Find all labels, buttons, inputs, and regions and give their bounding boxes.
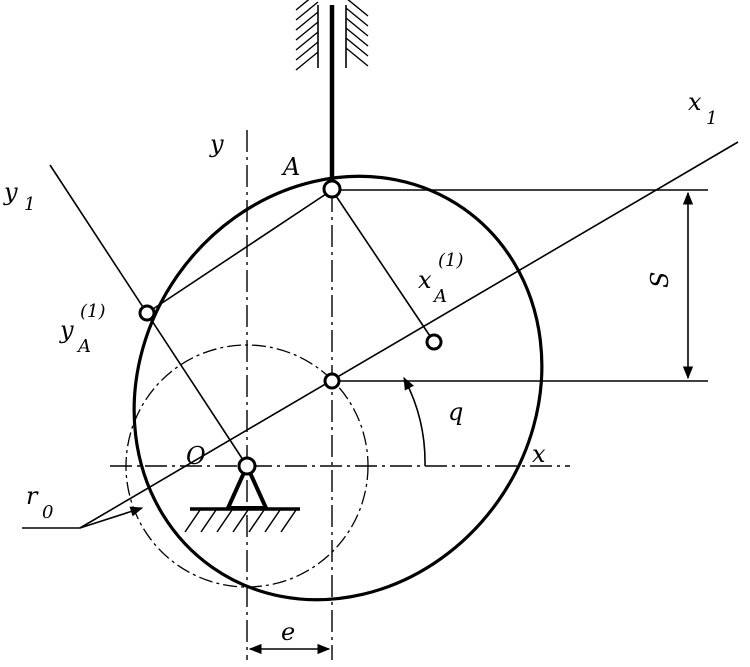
label-y: y bbox=[209, 130, 224, 158]
r0-leader bbox=[22, 506, 144, 529]
label-xa: x bbox=[418, 266, 432, 294]
cam-profile bbox=[132, 174, 544, 602]
label-ya-sub: A bbox=[76, 336, 91, 357]
pin-point-xa bbox=[425, 333, 443, 351]
label-y1: y bbox=[3, 178, 18, 206]
label-x: x bbox=[532, 440, 546, 468]
label-q: q bbox=[448, 398, 463, 426]
follower-guide bbox=[295, 0, 369, 71]
label-o: O bbox=[186, 442, 206, 470]
label-r0: r bbox=[26, 482, 39, 510]
pin-origin-o bbox=[237, 456, 257, 476]
label-ya-sup: (1) bbox=[80, 301, 106, 322]
label-ya: y bbox=[59, 316, 74, 344]
label-s: S bbox=[646, 272, 674, 288]
label-r0-sub: 0 bbox=[42, 502, 53, 523]
line-a-to-xa bbox=[331, 189, 435, 343]
label-xa-sup: (1) bbox=[438, 250, 464, 271]
label-e: e bbox=[281, 618, 295, 646]
ground-support bbox=[184, 461, 300, 533]
angle-q-arc bbox=[403, 376, 426, 467]
label-x1: x bbox=[688, 88, 702, 116]
pin-point-base bbox=[323, 372, 341, 390]
line-a-to-ya bbox=[146, 189, 333, 314]
x1-axis bbox=[79, 141, 739, 529]
label-xa-sub: A bbox=[432, 286, 447, 307]
label-a: A bbox=[281, 153, 300, 181]
label-x1-sub: 1 bbox=[706, 108, 717, 129]
label-y1-sub: 1 bbox=[24, 194, 35, 215]
pin-point-ya bbox=[138, 304, 156, 322]
pin-point-a bbox=[322, 179, 342, 199]
